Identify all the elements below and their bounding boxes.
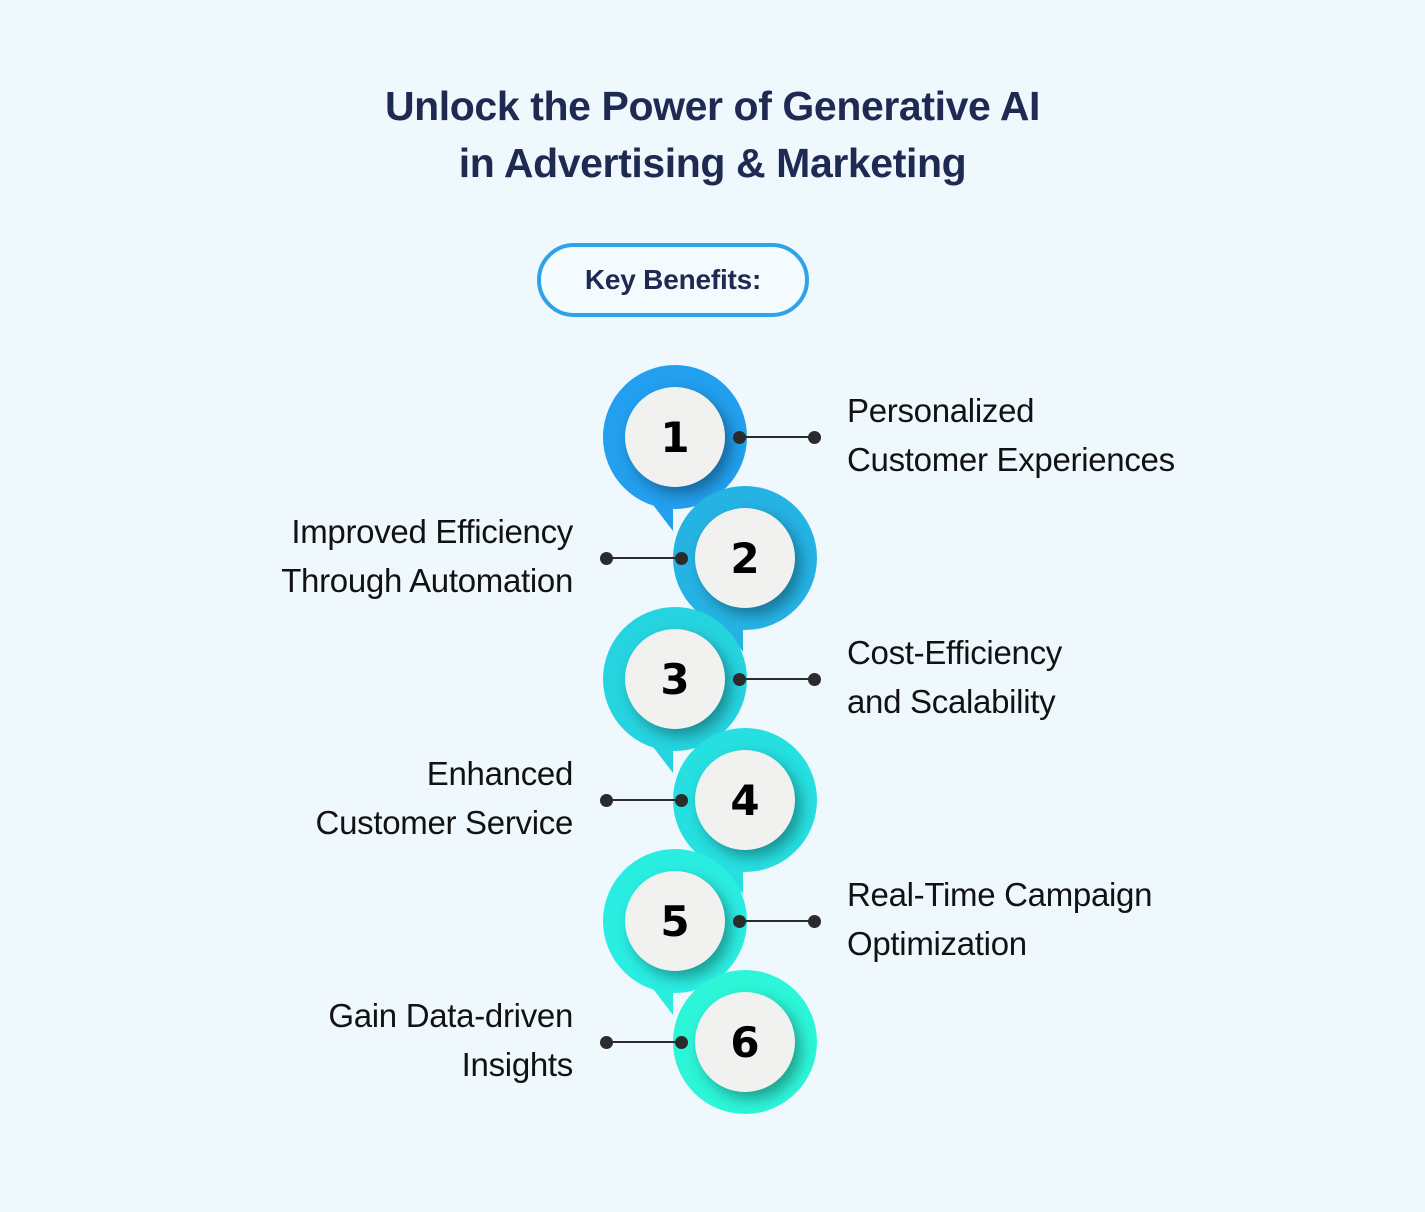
step-connector-dot-4-inner bbox=[674, 793, 688, 807]
step-label-line-2-6: Insights bbox=[461, 1045, 574, 1083]
step-connector-dot-4-outer bbox=[599, 793, 613, 807]
step-number-1: 1 bbox=[660, 412, 690, 462]
step-number-badge-6: 6 bbox=[695, 992, 795, 1092]
key-benefits-badge-label: Key Benefits: bbox=[584, 264, 762, 295]
step-number-badge-1: 1 bbox=[625, 387, 725, 487]
step-connector-6 bbox=[606, 1041, 681, 1043]
step-label-line-1-4: Enhanced bbox=[426, 755, 574, 792]
step-connector-5 bbox=[739, 920, 814, 922]
step-label-line-1-6: Gain Data-driven bbox=[328, 997, 573, 1034]
step-number-2: 2 bbox=[730, 533, 760, 583]
step-number-badge-4: 4 bbox=[695, 750, 795, 850]
key-benefits-badge: Key Benefits: bbox=[537, 243, 809, 317]
step-number-badge-2: 2 bbox=[695, 508, 795, 608]
step-connector-2 bbox=[606, 557, 681, 559]
step-label-line-1-5: Real-Time Campaign bbox=[847, 876, 1153, 913]
step-connector-4 bbox=[606, 799, 681, 801]
step-number-6: 6 bbox=[730, 1017, 760, 1067]
step-label-line-2-1: Customer Experiences bbox=[847, 440, 1175, 478]
step-connector-dot-6-inner bbox=[674, 1035, 688, 1049]
step-connector-dot-2-outer bbox=[599, 551, 613, 565]
page-title-line-1: Unlock the Power of Generative AI bbox=[384, 83, 1041, 129]
page-title-line-2: in Advertising & Marketing bbox=[458, 140, 967, 187]
step-connector-1 bbox=[739, 436, 814, 438]
step-connector-dot-6-outer bbox=[599, 1035, 613, 1049]
step-number-3: 3 bbox=[660, 654, 690, 704]
step-label-line-2-4: Customer Service bbox=[315, 803, 574, 841]
step-number-4: 4 bbox=[730, 775, 760, 825]
step-tail-5 bbox=[647, 981, 673, 1015]
step-label-line-2-3: and Scalability bbox=[847, 682, 1056, 720]
step-connector-dot-3-inner bbox=[732, 672, 746, 686]
step-connector-dot-5-inner bbox=[732, 914, 746, 928]
step-number-badge-3: 3 bbox=[625, 629, 725, 729]
page-title: Unlock the Power of Generative AI in Adv… bbox=[0, 78, 1425, 193]
step-connector-dot-3-outer bbox=[807, 672, 821, 686]
step-connector-dot-5-outer bbox=[807, 914, 821, 928]
step-label-3: Cost-Efficiency and Scalability bbox=[847, 629, 1407, 726]
step-label-line-1-3: Cost-Efficiency bbox=[847, 634, 1062, 671]
step-tail-1 bbox=[647, 497, 673, 531]
step-label-line-1-2: Improved Efficiency bbox=[291, 513, 573, 550]
step-number-5: 5 bbox=[660, 896, 690, 946]
step-label-line-1-1: Personalized bbox=[847, 392, 1035, 429]
step-tail-3 bbox=[647, 739, 673, 773]
step-label-line-2-5: Optimization bbox=[847, 924, 1027, 962]
step-connector-3 bbox=[739, 678, 814, 680]
step-label-line-2-2: Through Automation bbox=[281, 561, 573, 599]
step-number-badge-5: 5 bbox=[625, 871, 725, 971]
step-connector-dot-1-inner bbox=[732, 430, 746, 444]
step-connector-dot-1-outer bbox=[807, 430, 821, 444]
step-connector-dot-2-inner bbox=[674, 551, 688, 565]
